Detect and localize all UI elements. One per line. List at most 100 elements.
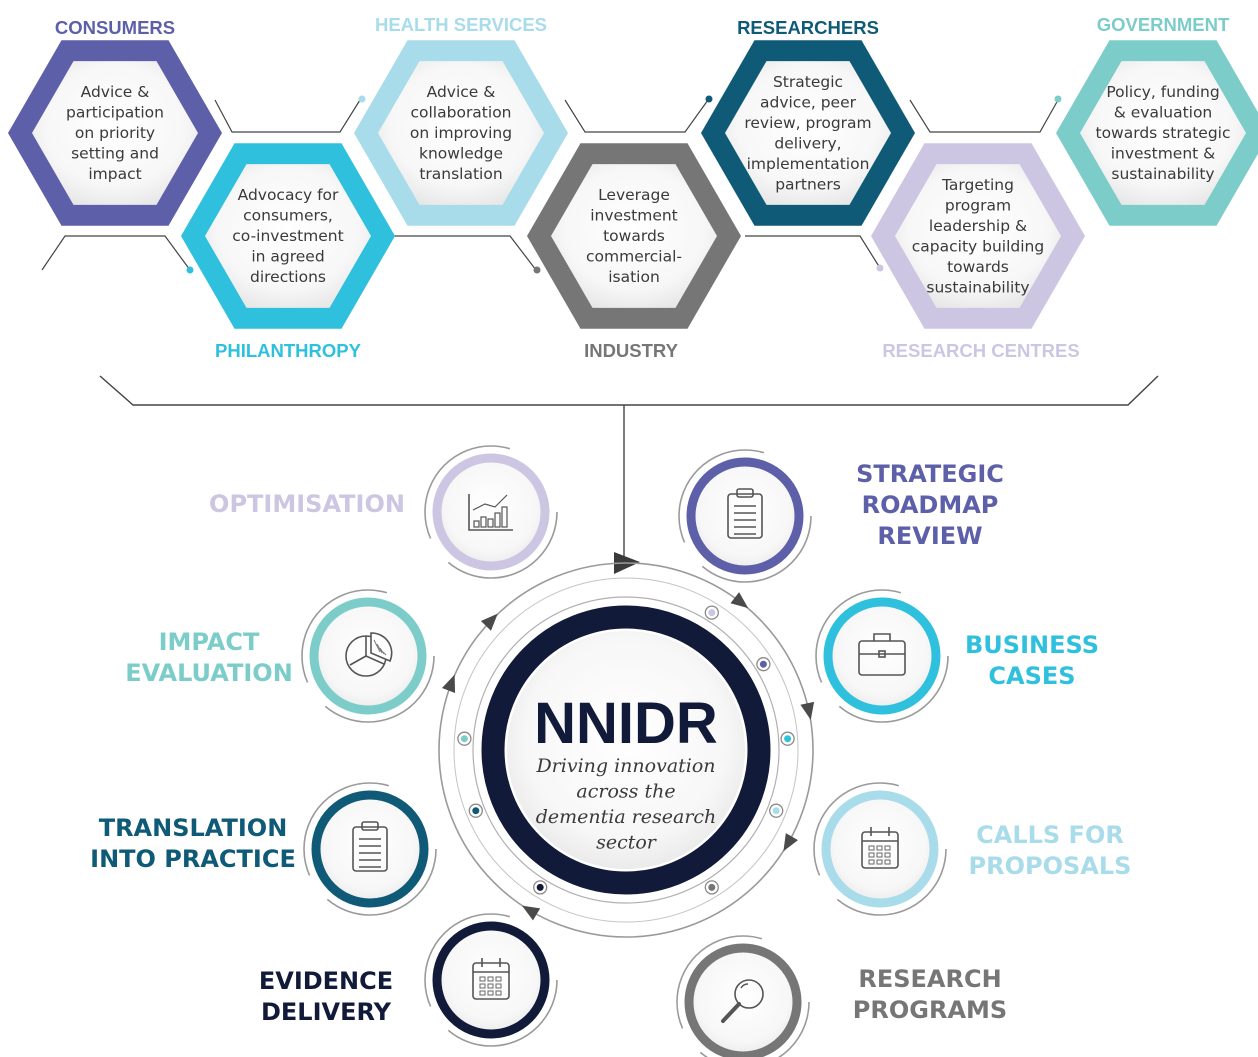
label-consumers: CONSUMERS: [55, 17, 175, 38]
bar-chart-icon: [468, 494, 513, 531]
cycle-ring: [438, 562, 814, 938]
stage-roadmap: STRATEGIC ROADMAP REVIEW: [678, 449, 1004, 583]
stage-label-line: TRANSLATION: [99, 814, 288, 842]
hexagon-text-line: knowledge: [419, 145, 503, 163]
stage-label-line: ROADMAP: [862, 491, 999, 519]
hexagon-text-line: participation: [66, 104, 164, 122]
clipboard-icon: [727, 488, 763, 539]
hexagon-connectors: [41, 99, 1059, 271]
cycle-arrows: [441, 592, 815, 921]
hexagon-text-line: advice, peer: [760, 93, 857, 111]
hexagon-text-line: capacity building: [912, 237, 1044, 255]
stage-frame: [676, 935, 810, 1057]
ring-dot-core: [472, 807, 480, 815]
hexagon-text-line: collaboration: [411, 104, 512, 122]
hexagon-text-line: consumers,: [243, 207, 333, 225]
calendar-icon: [472, 958, 510, 1000]
stage-label-line: IMPACT: [159, 628, 260, 656]
stage-label-line: REVIEW: [877, 522, 982, 550]
hexagon-text-line: implementation: [747, 155, 870, 173]
hexagon-text-line: investment &: [1111, 145, 1216, 163]
hexagon-text-line: Leverage: [598, 186, 670, 204]
hexagon-text-line: partners: [775, 175, 841, 193]
ring-dot-core: [784, 735, 792, 743]
hexagon-text-line: towards: [603, 227, 665, 245]
center-subtitle-line: Driving innovation: [535, 755, 715, 777]
stage-translation: TRANSLATION INTO PRACTICE: [90, 782, 437, 916]
stage-ring: [311, 790, 429, 908]
ring-dot-core: [536, 883, 544, 891]
cycle-arrow-icon: [441, 674, 456, 693]
center-title: NNIDR: [534, 691, 718, 756]
hexagon-text-line: leadership &: [929, 217, 1027, 235]
stage-ring: [309, 597, 427, 715]
hexagon-text-line: sustainability: [1111, 165, 1214, 183]
calendar-icon: [861, 827, 899, 869]
stage-label-line: CASES: [988, 662, 1075, 690]
hexagon-text-line: Targeting: [941, 176, 1014, 194]
label-health-services: HEALTH SERVICES: [375, 14, 547, 35]
hexagon-text-line: delivery,: [774, 134, 841, 152]
hexagon-text-line: review, program: [744, 114, 871, 132]
stage-optimisation: OPTIMISATION: [209, 445, 558, 579]
hexagon-text-line: sustainability: [926, 278, 1029, 296]
label-philanthropy: PHILANTHROPY: [215, 340, 362, 361]
hexagon-text-line: on priority: [75, 124, 155, 142]
magnifier-icon: [721, 979, 764, 1023]
hexagon-text-line: Advice &: [81, 83, 150, 101]
stage-label-line: EVALUATION: [125, 659, 293, 687]
label-researchers: RESEARCHERS: [737, 17, 879, 38]
stage-frame: [303, 782, 437, 916]
stage-label-line: STRATEGIC: [856, 460, 1004, 488]
center-subtitle-line: across the: [576, 781, 675, 803]
stage-label-line: INTO PRACTICE: [90, 845, 296, 873]
stage-ring: [686, 457, 804, 575]
clipboard-icon: [352, 821, 388, 872]
hexagon-text-line: Strategic: [773, 73, 843, 91]
stage-label-line: PROGRAMS: [853, 996, 1007, 1024]
stage-ring: [432, 921, 550, 1039]
ring-dot-core: [772, 807, 780, 815]
hexagon-text-line: towards strategic: [1096, 124, 1231, 142]
stage-frame: [815, 589, 949, 723]
cycle-arrow-icon: [800, 701, 815, 720]
stage-label-line: RESEARCH: [858, 965, 1001, 993]
connector-dots: [186, 95, 1062, 274]
ring-dot-core: [759, 660, 767, 668]
stage-ring: [432, 453, 550, 571]
cycle-arrow-icon: [730, 592, 749, 609]
stage-frame: [813, 782, 947, 916]
cycle-dots: [457, 605, 795, 895]
center-subtitle-line: sector: [596, 832, 658, 854]
hexagon-text-line: translation: [419, 165, 502, 183]
label-industry: INDUSTRY: [584, 340, 679, 361]
cycle-arrow-icon: [521, 905, 541, 921]
stage-label-line: DELIVERY: [261, 998, 392, 1026]
stage-label-line: PROPOSALS: [969, 852, 1132, 880]
stage-label-line: CALLS FOR: [976, 821, 1124, 849]
label-research-centres: RESEARCH CENTRES: [882, 340, 1079, 361]
ring-dot-core: [708, 883, 716, 891]
stage-frame: [678, 449, 812, 583]
cycle-arrow-icon: [783, 833, 798, 852]
pie-chart-icon: [345, 632, 393, 677]
hexagon-text-line: commercial-: [586, 248, 682, 266]
hexagon-researchers: Strategic advice, peer review, program deli…: [701, 40, 915, 226]
hexagon-text-line: towards: [947, 258, 1009, 276]
hexagon-text-line: directions: [250, 268, 326, 286]
label-government: GOVERNMENT: [1097, 14, 1230, 35]
stakeholder-bracket: [99, 375, 1159, 560]
hexagon-text-line: Advice &: [427, 83, 496, 101]
stage-ring: [823, 597, 941, 715]
nnidr-hub: [481, 605, 771, 895]
stage-ring: [821, 790, 939, 908]
hexagon-text-line: isation: [608, 268, 660, 286]
